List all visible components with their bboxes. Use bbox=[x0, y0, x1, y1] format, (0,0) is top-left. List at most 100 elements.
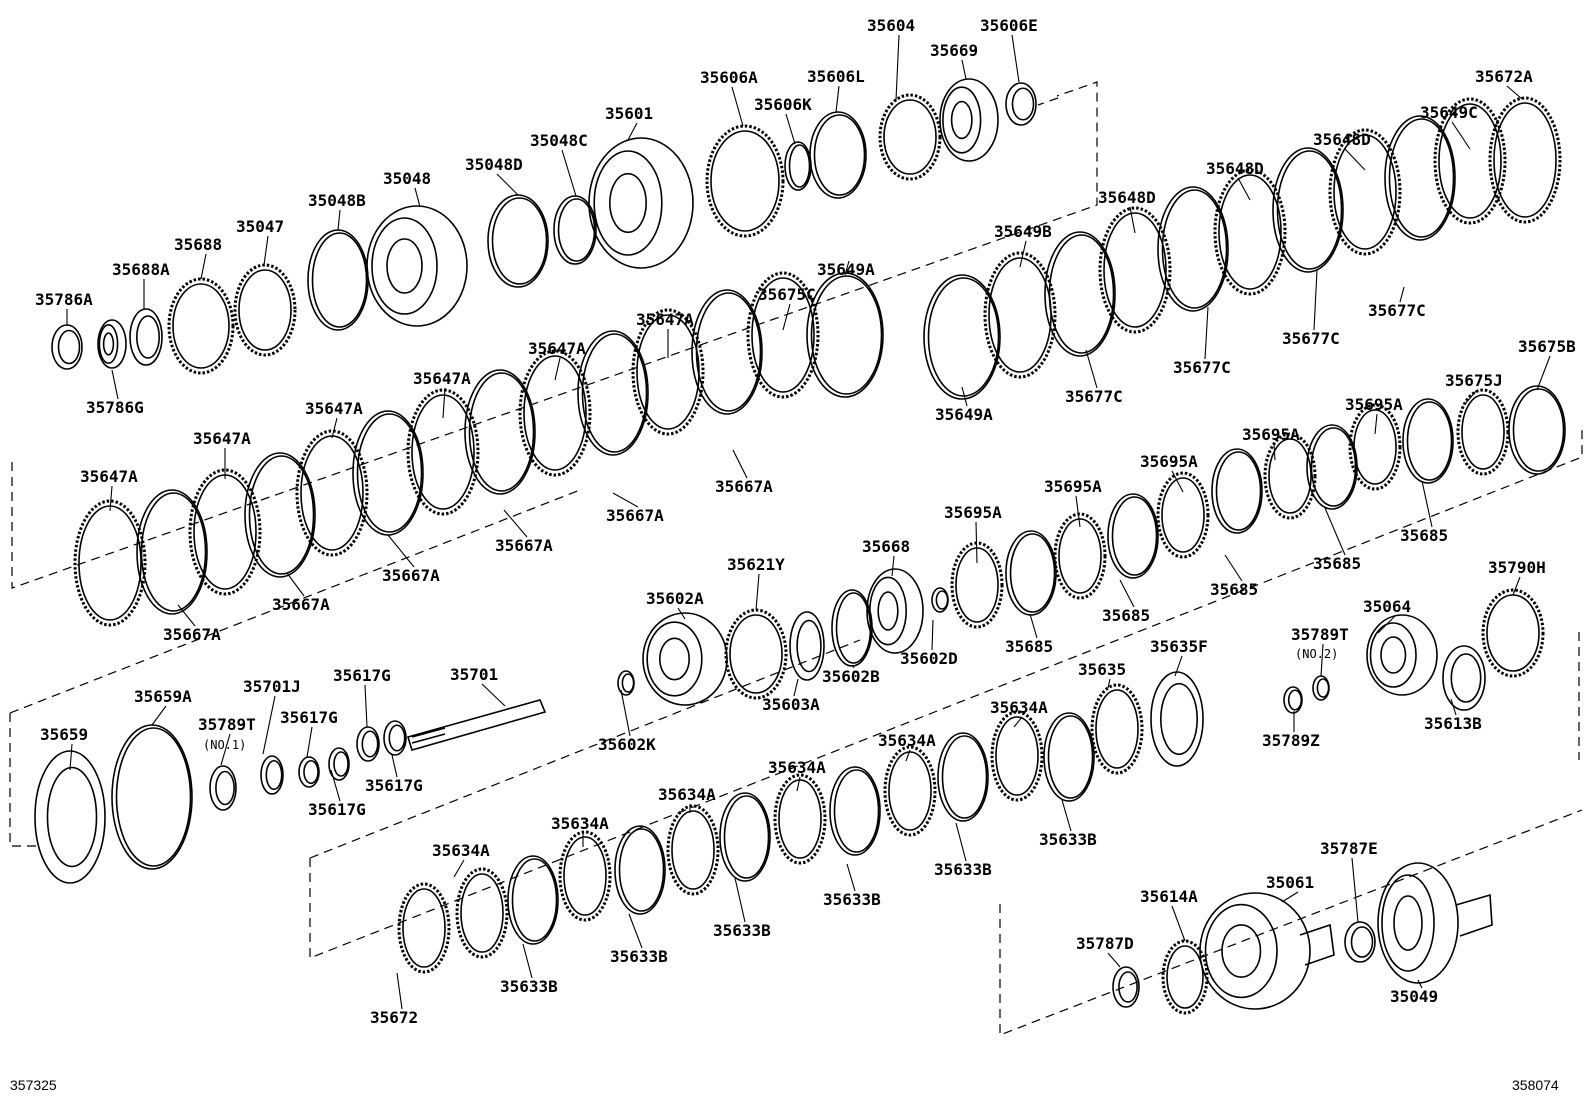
part-label: 35617G bbox=[280, 708, 338, 727]
ring-inner-edge bbox=[1276, 150, 1343, 270]
part-label: 35633B bbox=[934, 860, 992, 879]
ring-inner-edge bbox=[1011, 87, 1035, 121]
leader-line bbox=[1011, 34, 1020, 83]
leader-line bbox=[1107, 952, 1121, 968]
ring-outer-edge bbox=[1211, 448, 1263, 534]
ring-inner-edge bbox=[57, 329, 81, 365]
hub-outer-edge bbox=[939, 78, 999, 162]
hub-face bbox=[593, 150, 663, 256]
ring-teeth bbox=[167, 277, 235, 375]
leader-line bbox=[1171, 905, 1186, 942]
part-label: 35685 bbox=[1005, 637, 1053, 656]
ring-inner-edge bbox=[1009, 533, 1056, 613]
part-ring-7 bbox=[487, 194, 549, 288]
ring-outer-edge bbox=[1384, 115, 1456, 241]
part-label: 35613B bbox=[1424, 714, 1482, 733]
part-ring-90 bbox=[1199, 892, 1311, 1010]
part-label: 35647A bbox=[528, 339, 586, 358]
hub-outer-edge bbox=[366, 205, 468, 327]
hub-outer-edge bbox=[642, 612, 728, 706]
ring-inner-edge bbox=[1450, 653, 1482, 703]
ring-inner-edge bbox=[710, 130, 780, 232]
ring-outer-edge bbox=[1150, 671, 1204, 767]
leader-line bbox=[387, 534, 415, 568]
leader-line bbox=[220, 733, 231, 766]
part-label: 35635F bbox=[1150, 637, 1208, 656]
part-ring-81 bbox=[719, 792, 771, 882]
ring-outer-edge bbox=[719, 792, 771, 882]
ring-inner-edge bbox=[248, 455, 315, 575]
leader-line bbox=[1506, 85, 1523, 100]
part-ring-5 bbox=[307, 229, 369, 331]
ring-inner-edge bbox=[136, 315, 161, 359]
part-label: 35649A bbox=[817, 260, 875, 279]
hub-face bbox=[1381, 874, 1435, 972]
part-label: 35633B bbox=[500, 977, 558, 996]
part-label: 35786G bbox=[86, 398, 144, 417]
ring-inner-edge bbox=[1287, 689, 1303, 711]
part-ring-73 bbox=[1090, 683, 1144, 775]
part-ring-66 bbox=[356, 726, 380, 762]
part-ring-25 bbox=[577, 330, 649, 456]
part-ring-87 bbox=[397, 882, 451, 974]
part-label: 35701J bbox=[243, 677, 301, 696]
part-ring-43 bbox=[1053, 512, 1107, 600]
leader-line bbox=[1019, 240, 1027, 268]
part-ring-70 bbox=[1366, 614, 1438, 696]
ring-teeth bbox=[990, 710, 1044, 802]
leader-line bbox=[263, 235, 269, 266]
part-label: 35667A bbox=[382, 566, 440, 585]
ring-inner-edge bbox=[140, 492, 207, 612]
ring-outer-edge bbox=[1044, 231, 1116, 357]
ring-teeth bbox=[518, 349, 592, 477]
part-label: 35677C bbox=[1065, 387, 1123, 406]
hub-face bbox=[1369, 622, 1417, 688]
part-label: 35685 bbox=[1102, 606, 1150, 625]
part-ring-17 bbox=[136, 489, 208, 615]
ring-outer-edge bbox=[209, 765, 237, 811]
part-ring-34 bbox=[1157, 186, 1229, 312]
part-ring-10 bbox=[705, 124, 785, 238]
leader-line bbox=[1351, 857, 1359, 923]
ring-inner-edge bbox=[311, 232, 368, 328]
ring-outer-edge bbox=[136, 489, 208, 615]
ring-outer-edge bbox=[1272, 147, 1344, 273]
part-ring-20 bbox=[295, 429, 369, 557]
leader-line bbox=[1344, 148, 1366, 171]
part-label: 35668 bbox=[862, 537, 910, 556]
part-label: 35789T bbox=[1291, 625, 1349, 644]
ring-inner-edge bbox=[621, 673, 635, 693]
part-label: 35634A bbox=[432, 841, 490, 860]
ring-teeth bbox=[1433, 97, 1507, 225]
hub-bore bbox=[386, 238, 423, 294]
leader-line bbox=[1417, 979, 1423, 989]
ring-inner-edge bbox=[1058, 518, 1102, 594]
part-ring-32 bbox=[1044, 231, 1116, 357]
part-label: 35633B bbox=[823, 890, 881, 909]
part-label: 35667A bbox=[163, 625, 221, 644]
ring-inner-edge bbox=[1350, 926, 1374, 958]
part-label: 35667A bbox=[272, 595, 330, 614]
ring-teeth bbox=[1098, 206, 1172, 334]
part-ring-8 bbox=[553, 195, 597, 265]
section-boundary-5 bbox=[1037, 97, 1059, 106]
leader-line bbox=[891, 555, 895, 577]
leader-line bbox=[851, 664, 855, 669]
ring-outer-edge bbox=[298, 756, 320, 788]
ring-teeth bbox=[188, 468, 262, 596]
ring-inner-edge bbox=[1118, 971, 1138, 1003]
part-ring-27 bbox=[691, 289, 763, 415]
part-label: 35048B bbox=[308, 191, 366, 210]
part-label: 35047 bbox=[236, 217, 284, 236]
ring-inner-edge bbox=[751, 277, 815, 393]
ring-teeth bbox=[1161, 939, 1209, 1015]
section-boundary-link bbox=[9, 489, 581, 714]
part-label: 35601 bbox=[605, 104, 653, 123]
part-ring-76 bbox=[990, 710, 1044, 802]
leader-line bbox=[109, 485, 113, 512]
part-ring-14 bbox=[939, 78, 999, 162]
leader-line bbox=[1320, 643, 1324, 677]
part-ring-79 bbox=[829, 766, 881, 856]
ring-inner-edge bbox=[935, 590, 949, 610]
